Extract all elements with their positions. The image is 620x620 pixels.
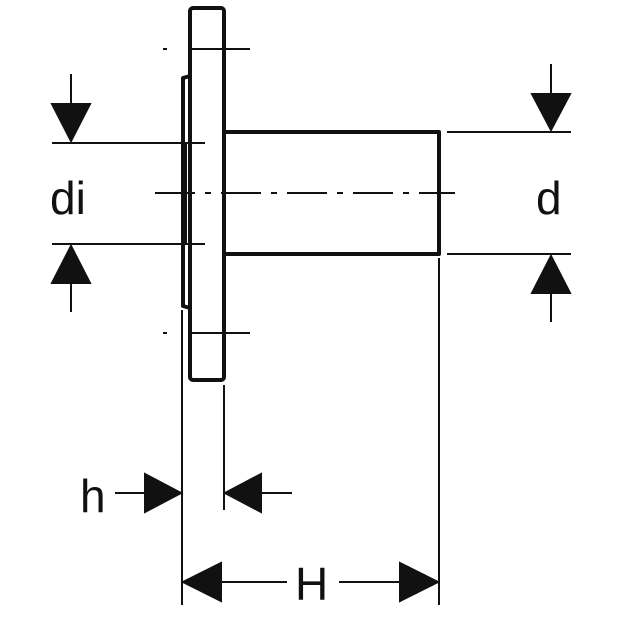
H-dimension — [180, 561, 441, 603]
di-arrow-top — [50, 103, 92, 144]
extension-lines — [52, 131, 571, 605]
H-arrow-right — [399, 561, 441, 603]
label-di: di — [50, 172, 86, 224]
h-dimension — [115, 472, 292, 514]
centre-lines — [155, 48, 455, 334]
label-d: d — [536, 172, 562, 224]
h-arrow-right — [222, 472, 262, 514]
d-arrow-top — [530, 93, 572, 133]
label-h: h — [80, 470, 106, 522]
h-arrow-left — [144, 472, 184, 514]
label-H: H — [295, 558, 328, 610]
d-dimension — [530, 64, 572, 322]
di-dimension — [50, 74, 92, 312]
di-arrow-bottom — [50, 243, 92, 284]
H-arrow-left — [180, 561, 222, 603]
d-arrow-bottom — [530, 253, 572, 294]
